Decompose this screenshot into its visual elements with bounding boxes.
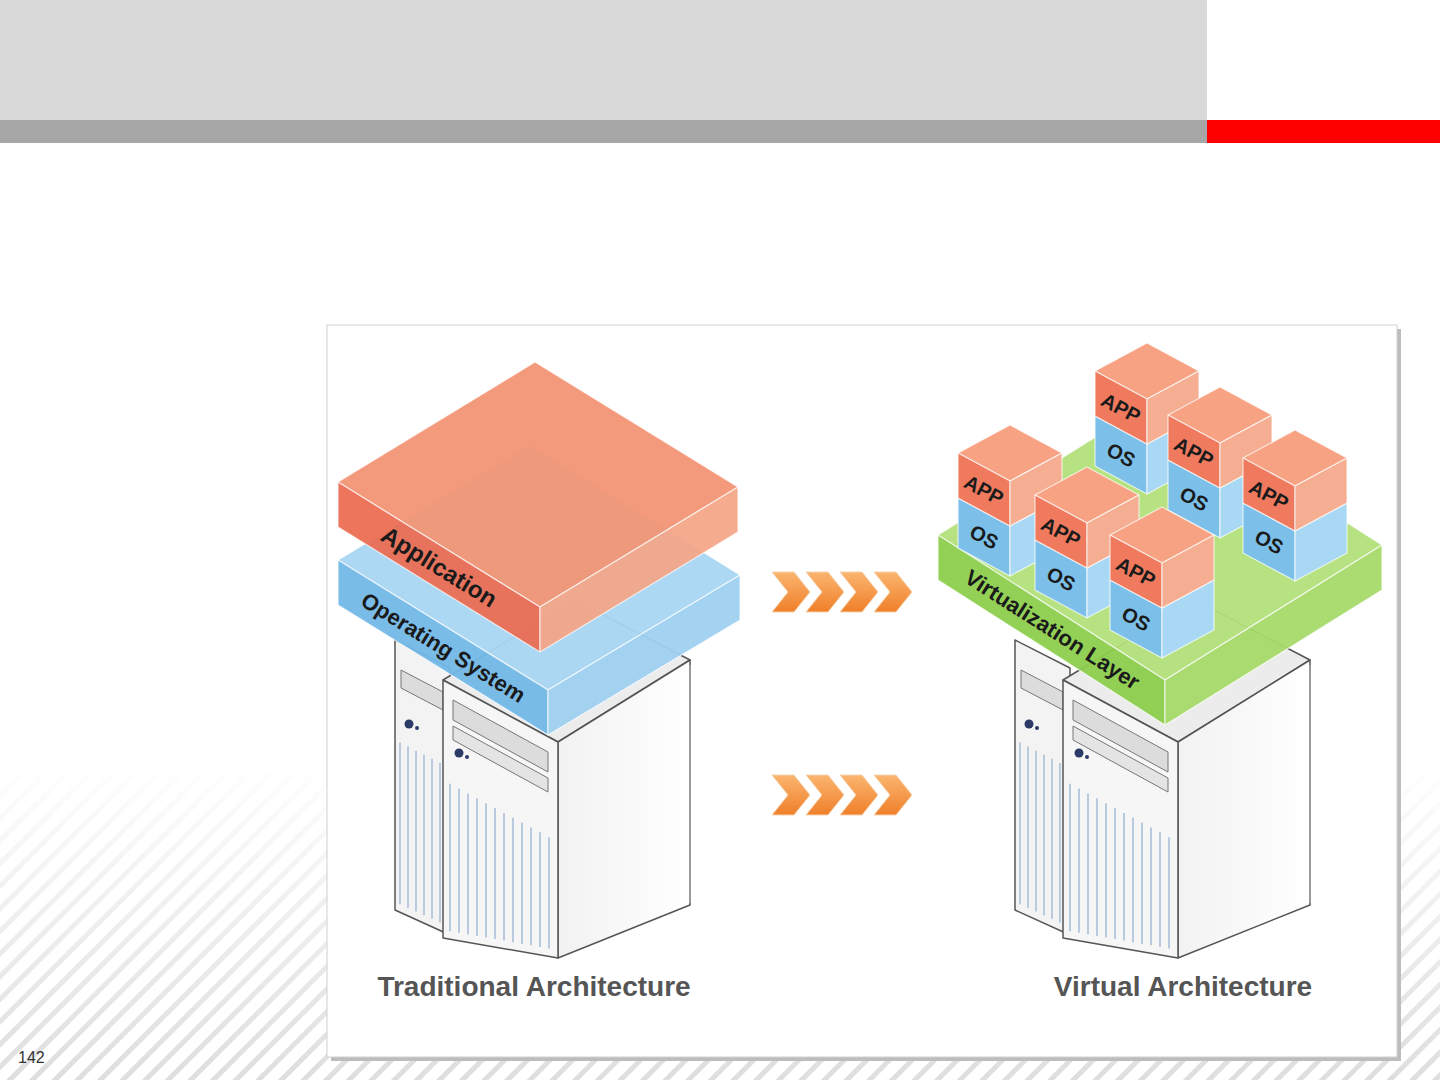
slab-face (938, 535, 1165, 725)
slab-outline (1243, 430, 1347, 581)
vent-line (1035, 751, 1037, 912)
picture-frame (327, 325, 1397, 1057)
server-front (395, 640, 450, 935)
accent-bar (1207, 120, 1440, 143)
vm-cube: APPOS (1243, 430, 1347, 581)
slab-face (548, 575, 740, 735)
vent-line (1087, 793, 1089, 934)
slab-face (1162, 535, 1214, 608)
vent-line (449, 784, 451, 931)
slab-face (958, 453, 1010, 526)
slab-face (338, 560, 548, 735)
vent-line (539, 832, 541, 947)
chevron (840, 775, 878, 815)
vent-line (1141, 823, 1143, 944)
vent-line (1051, 759, 1053, 919)
chevron-arrows (772, 572, 912, 815)
vent-line (1159, 832, 1161, 947)
vent-line (1105, 803, 1107, 937)
chevron (806, 775, 844, 815)
vent-line (431, 759, 433, 919)
vent-line (548, 837, 550, 948)
power-led (1085, 755, 1089, 759)
vent-line (1168, 837, 1170, 948)
vent-line (530, 827, 532, 945)
vm-cube: APPOS (1110, 507, 1214, 658)
vent-line (399, 743, 401, 905)
vent-line (512, 818, 514, 942)
vent-line (1096, 798, 1098, 936)
drive-bay (453, 726, 548, 792)
slab-face (1095, 371, 1147, 444)
vent-line (494, 808, 496, 939)
vent-line (1078, 789, 1080, 933)
vent-line (407, 747, 409, 908)
vent-line (415, 751, 417, 912)
vent-line (1069, 784, 1071, 931)
vent-line (1019, 743, 1021, 905)
architecture-caption: Virtual Architecture (1054, 972, 1312, 1003)
chevron (772, 572, 810, 612)
power-button (405, 720, 414, 729)
chevron (874, 775, 912, 815)
architecture-caption: Traditional Architecture (377, 972, 690, 1003)
slab-face (1035, 495, 1087, 568)
vent-line (476, 798, 478, 936)
chevron (874, 572, 912, 612)
vent-line (521, 823, 523, 944)
slab-face (1243, 458, 1295, 531)
power-led (1035, 726, 1039, 730)
vent-line (485, 803, 487, 937)
drive-bay (401, 670, 443, 710)
layer-slab: Application (338, 362, 738, 652)
slab-face (1295, 458, 1347, 531)
slab-face (938, 400, 1382, 680)
vent-line (458, 789, 460, 933)
drive-bay (1073, 726, 1168, 792)
vent-line (1123, 813, 1125, 941)
vent-line (1132, 818, 1134, 942)
vent-line (467, 793, 469, 934)
server-edge (689, 665, 691, 903)
power-button (1075, 749, 1084, 758)
vent-line (1043, 755, 1045, 915)
vent-line (503, 813, 505, 941)
server-edge (1309, 665, 1311, 903)
vent-line (1150, 827, 1152, 945)
power-button (455, 749, 464, 758)
slab-outline (1110, 507, 1214, 658)
slab-face (1110, 535, 1162, 608)
power-button (1025, 720, 1034, 729)
page-number: 142 (18, 1049, 45, 1067)
chevron (772, 775, 810, 815)
header-band (0, 0, 1207, 120)
power-led (465, 755, 469, 759)
slab-outline (338, 362, 738, 652)
vent-line (1059, 763, 1061, 923)
power-led (415, 726, 419, 730)
vent-line (439, 763, 441, 923)
vent-line (423, 755, 425, 915)
slab-face (1168, 415, 1220, 488)
vent-line (1114, 808, 1116, 939)
chevron (806, 572, 844, 612)
header-bar (0, 120, 1207, 143)
chevron (840, 572, 878, 612)
vent-line (1027, 747, 1029, 908)
drive-bay (1021, 670, 1063, 710)
server-front (1015, 640, 1070, 935)
